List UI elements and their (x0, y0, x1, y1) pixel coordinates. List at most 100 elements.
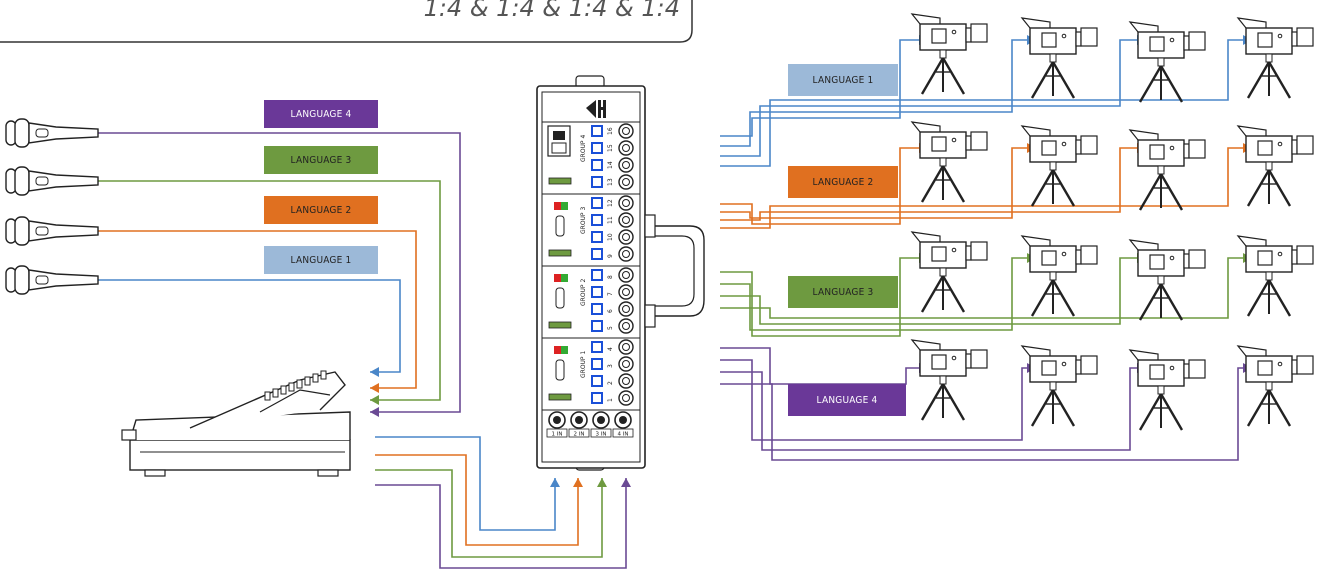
xlr-connector-icon (618, 284, 634, 300)
output-label-language-1: LANGUAGE 1 (788, 64, 898, 96)
cable-mixer-out-language-1-arrowhead (550, 478, 560, 487)
output-label-language-2: LANGUAGE 2 (788, 166, 898, 198)
cable-output-row3-camera4 (720, 257, 1252, 319)
video-camera-icon (1128, 239, 1206, 321)
microphone-icon (5, 118, 99, 148)
input-label-language-1: LANGUAGE 1 (264, 246, 378, 274)
terminal-strip-icon (548, 393, 572, 401)
status-led-icon (554, 274, 561, 282)
cable-output-row1-camera1 (720, 39, 928, 137)
video-camera-icon (1020, 17, 1098, 99)
cable-mixer-out-language-4 (375, 478, 627, 569)
video-camera-icon (910, 121, 988, 203)
xlr-connector-icon (618, 301, 634, 317)
cable-output-row1-camera2 (720, 39, 1036, 147)
cable-output-row4-camera3 (720, 367, 1146, 451)
microphone-icon (5, 265, 99, 295)
cable-language-4-to-mixer (92, 132, 461, 413)
channel-number: 14 (607, 161, 614, 169)
audio-mixer-icon (121, 370, 351, 477)
video-camera-icon (1020, 125, 1098, 207)
cable-language-2-to-mixer (92, 230, 417, 389)
input-label: 4 IN (618, 432, 629, 438)
xlr-connector-icon (618, 123, 634, 139)
status-led-icon (554, 202, 561, 210)
channel-number: 5 (607, 326, 614, 330)
input-label: 2 IN (574, 432, 585, 438)
cable-language-1-to-mixer (92, 279, 401, 373)
channel-number: 9 (607, 254, 614, 258)
banner-frame (0, 0, 693, 43)
video-camera-icon (1236, 125, 1314, 207)
cable-output-row3-camera1 (720, 257, 928, 337)
input-label: 1 IN (552, 432, 563, 438)
video-camera-icon (1236, 235, 1314, 317)
terminal-strip-icon (548, 249, 572, 257)
video-camera-icon (1128, 349, 1206, 431)
cable-output-row2-camera4 (720, 147, 1252, 229)
cable-output-row3-camera2 (720, 257, 1036, 331)
xlr-connector-icon (618, 157, 634, 173)
video-camera-icon (910, 13, 988, 95)
video-camera-icon (1020, 235, 1098, 317)
xlr-connector-icon (618, 318, 634, 334)
terminal-strip-icon (548, 177, 572, 185)
cable-output-row1-camera4 (720, 39, 1252, 167)
channel-number: 6 (607, 309, 614, 313)
channel-number: 12 (607, 199, 614, 207)
terminal-strip-icon (548, 321, 572, 329)
channel-number: 1 (607, 398, 614, 402)
cable-mixer-out-language-4-arrowhead (621, 478, 631, 487)
xlr-connector-icon (618, 140, 634, 156)
xlr-connector-icon (618, 174, 634, 190)
split-ratio-banner: 1:4 & 1:4 & 1:4 & 1:4 (423, 0, 680, 22)
cable-language-3-to-mixer-arrowhead (370, 395, 379, 405)
xlr-connector-icon (618, 212, 634, 228)
video-camera-icon (1236, 345, 1314, 427)
output-label-language-3: LANGUAGE 3 (788, 276, 898, 308)
input-label-language-2: LANGUAGE 2 (264, 196, 378, 224)
xlr-connector-icon (618, 373, 634, 389)
brand-logo-icon (586, 100, 606, 118)
video-camera-icon (1020, 345, 1098, 427)
cable-output-row2-camera3 (720, 147, 1146, 221)
video-camera-icon (1128, 129, 1206, 211)
cable-output-row4-camera4 (720, 367, 1252, 461)
channel-number: 2 (607, 381, 614, 385)
xlr-connector-icon (618, 195, 634, 211)
cable-language-4-to-mixer-arrowhead (370, 407, 379, 417)
cable-language-1-to-mixer-arrowhead (370, 367, 379, 377)
output-label-language-4: LANGUAGE 4 (788, 384, 906, 416)
channel-number: 7 (607, 292, 614, 296)
channel-number: 16 (607, 127, 614, 135)
cable-mixer-out-language-3-arrowhead (597, 478, 607, 487)
channel-number: 8 (607, 275, 614, 279)
xlr-connector-icon (618, 339, 634, 355)
group-label: GROUP 3 (580, 207, 587, 234)
input-label-language-3: LANGUAGE 3 (264, 146, 378, 174)
channel-number: 10 (607, 233, 614, 241)
cable-output-row3-camera3 (720, 257, 1146, 325)
switch-icon (555, 215, 565, 237)
cable-language-3-to-mixer (92, 180, 441, 401)
cable-mixer-out-language-1 (375, 436, 556, 531)
cable-mixer-out-language-2-arrowhead (573, 478, 583, 487)
channel-number: 13 (607, 178, 614, 186)
channel-number: 4 (607, 347, 614, 351)
xlr-connector-icon (618, 356, 634, 372)
input-label: 3 IN (596, 432, 607, 438)
microphone-icon (5, 216, 99, 246)
group-label: GROUP 2 (580, 279, 587, 306)
channel-number: 11 (607, 216, 614, 224)
group-label: GROUP 1 (580, 351, 587, 378)
cable-output-row2-camera1 (720, 147, 928, 225)
video-camera-icon (1236, 17, 1314, 99)
xlr-connector-icon (618, 229, 634, 245)
cable-mixer-out-language-2 (375, 454, 579, 546)
xlr-connector-icon (618, 246, 634, 262)
video-camera-icon (910, 339, 988, 421)
